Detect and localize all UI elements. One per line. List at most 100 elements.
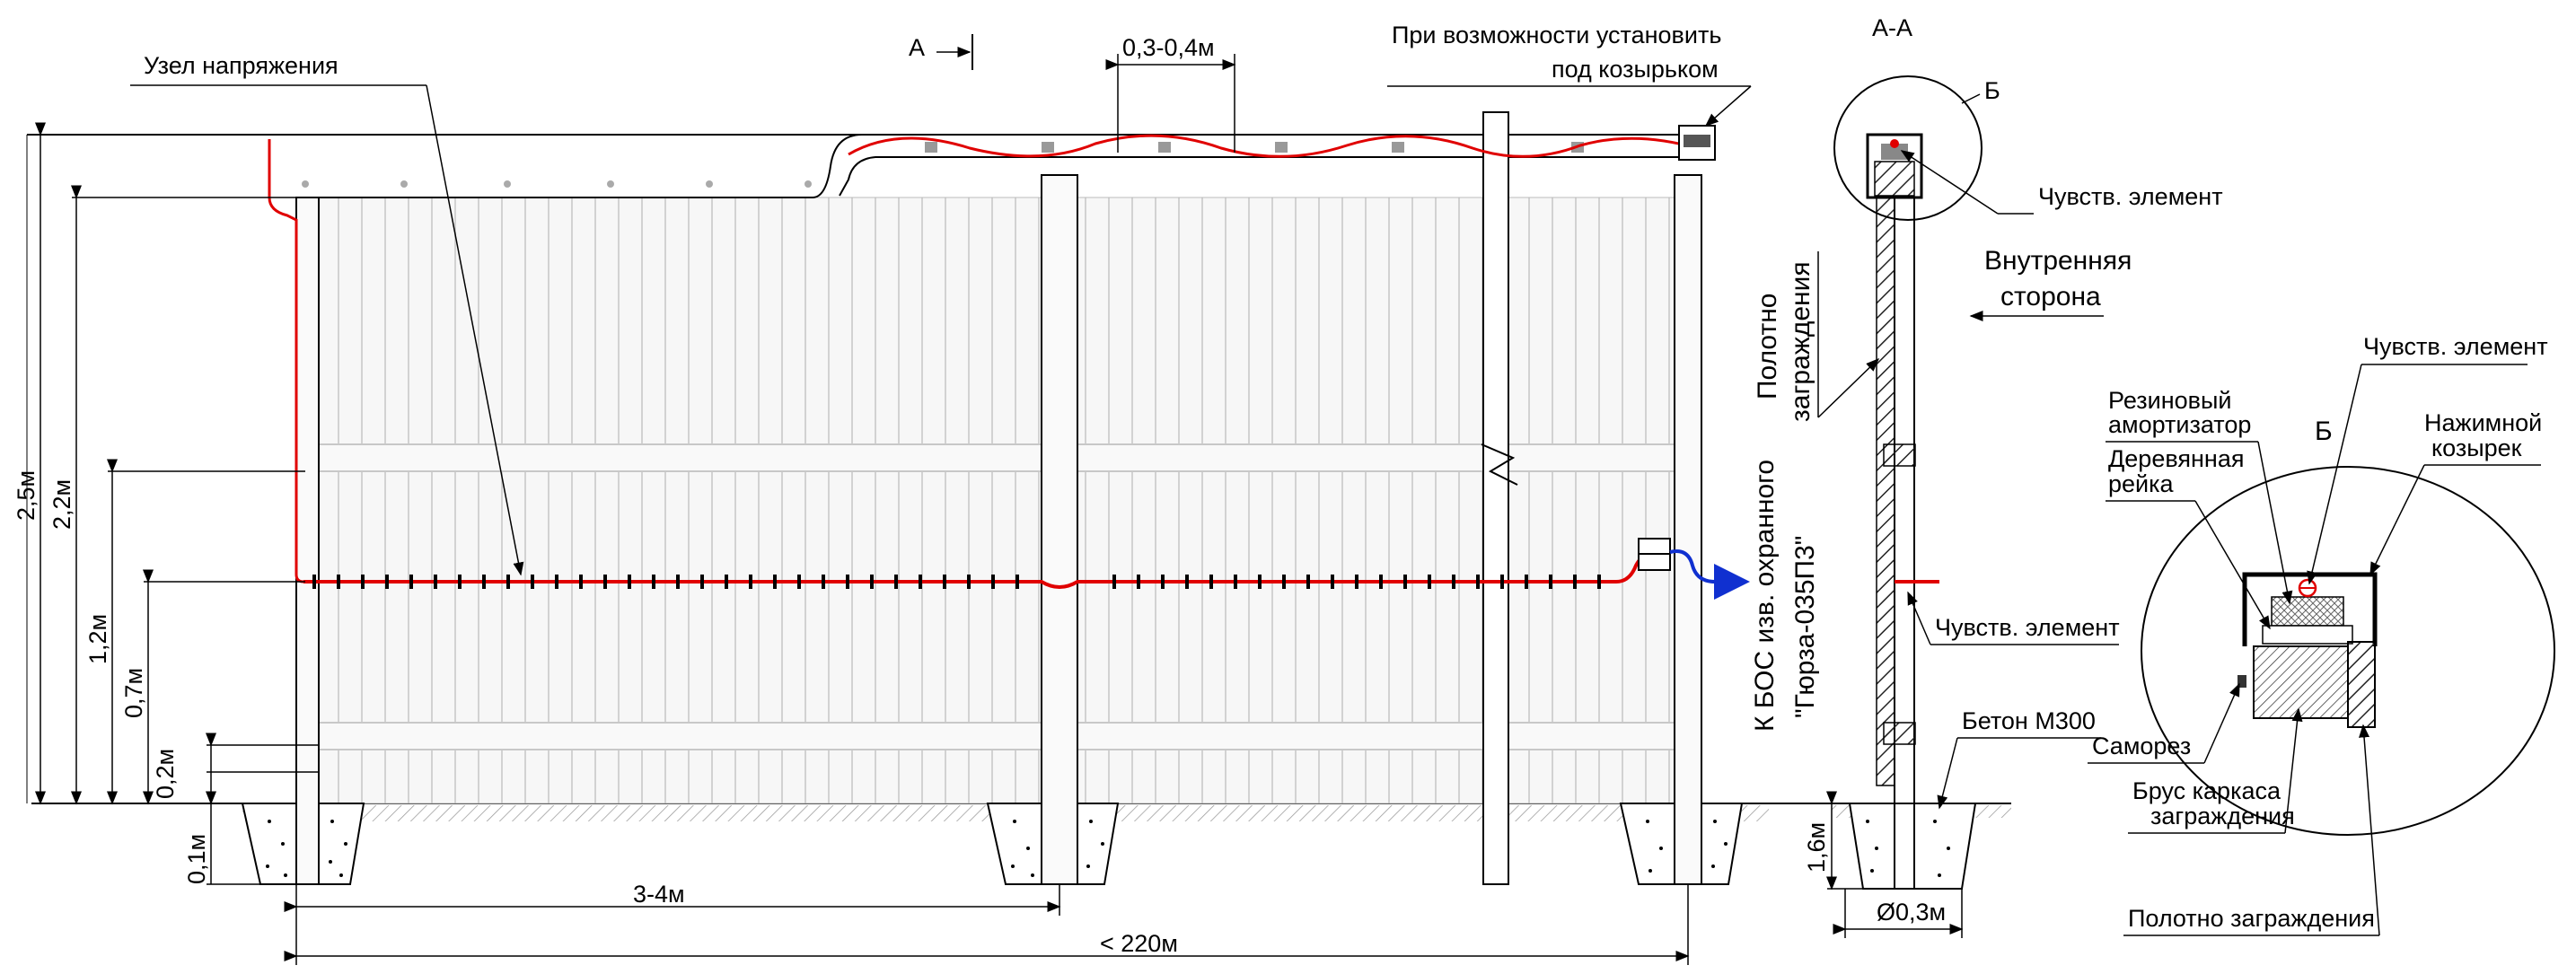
cable-tie — [919, 575, 922, 589]
spacing-label: 0,3-0,4м — [1122, 34, 1215, 61]
fence-panel-left — [318, 197, 1042, 804]
wood-label-line2: рейка — [2108, 470, 2175, 497]
beam-label-line2: заграждения — [2150, 803, 2295, 829]
cable-tie — [943, 575, 946, 589]
cable-destination-line1: К БОС изв. охранного — [1750, 460, 1780, 732]
height-0-2m: 0,2м — [152, 749, 179, 799]
break-strip — [1482, 111, 1509, 885]
cable-tie — [1137, 575, 1140, 589]
section-marker-a: А — [909, 34, 925, 61]
cap-label-line2: козырек — [2431, 434, 2522, 461]
cable-tie — [312, 575, 316, 589]
cable-tie — [797, 575, 801, 589]
cable-destination-line2: "Гюрза-035П3" — [1790, 536, 1820, 718]
fence-fabric-line2: заграждения — [1786, 261, 1816, 422]
top-sensor-cable — [848, 134, 1698, 158]
concrete-label: Бетон М300 — [1962, 707, 2096, 734]
rubber-damper — [2271, 596, 2344, 627]
tension-node-label: Узел напряжения — [144, 52, 338, 79]
cable-tie — [1476, 575, 1480, 589]
post-spacing-label: 3-4м — [633, 881, 685, 908]
cable-tie — [652, 575, 655, 589]
cable-tie — [531, 575, 534, 589]
height-0-7m: 0,7м — [120, 668, 147, 718]
cable-tie — [1500, 575, 1504, 589]
cable-tie — [337, 575, 340, 589]
cable-tie — [773, 575, 777, 589]
top-rail-screws — [302, 180, 812, 188]
section-a-a: А-А Б Чувств. элемент Внутренняя сторона… — [1753, 14, 2223, 938]
section-title: А-А — [1872, 14, 1912, 41]
cable-tie — [991, 575, 995, 589]
detail-sensor-label: Чувств. элемент — [2363, 333, 2548, 360]
detail-circle-top — [1833, 75, 1983, 221]
frame-beam — [2253, 645, 2349, 719]
cable-tie — [385, 575, 389, 589]
detail-b-marker: Б — [2315, 417, 2333, 446]
foundation-dots — [266, 820, 1728, 877]
cable-tie — [603, 575, 607, 589]
cable-tie — [434, 575, 437, 589]
left-vertical-cable — [268, 139, 304, 584]
fabric-label: Полотно заграждения — [2128, 905, 2375, 932]
cable-tie — [1597, 575, 1601, 589]
cable-tie — [628, 575, 631, 589]
cable-tie — [967, 575, 971, 589]
detail-b: Б Чувств. элемент Резиновый амортизатор … — [2088, 333, 2555, 936]
cable-tie — [1282, 575, 1286, 589]
break-symbol — [1481, 443, 1518, 486]
cable-tie — [1209, 575, 1213, 589]
section-fence-fabric — [1876, 170, 1895, 786]
inner-side-line1: Внутренняя — [1984, 246, 2132, 276]
fence-fabric-detail — [2347, 641, 2376, 728]
cable-tie — [822, 575, 825, 589]
cable-tie — [1234, 575, 1237, 589]
cable-ties — [312, 575, 1601, 589]
post-middle — [1041, 174, 1078, 885]
fence-panel-right — [1077, 197, 1680, 804]
cable-tie — [1549, 575, 1552, 589]
detail-marker-b-top: Б — [1984, 77, 2000, 104]
cable-tie — [555, 575, 558, 589]
cable-tie — [676, 575, 680, 589]
cable-tie — [749, 575, 752, 589]
diameter-label: Ø0,3м — [1877, 899, 1946, 926]
cable-tie — [1452, 575, 1455, 589]
total-length-label: < 220м — [1100, 930, 1178, 957]
fence-fabric-line1: Полотно — [1753, 294, 1782, 399]
height-2-2m: 2,2м — [48, 479, 75, 530]
cable-tie — [1573, 575, 1577, 589]
cable-tie — [1015, 575, 1019, 589]
cable-tie — [1112, 575, 1116, 589]
front-view: 2,5м 2,2м 1,2м 0,7м 0,2м 0,1м 3-4м < 220… — [13, 22, 2007, 965]
cable-tie — [1379, 575, 1383, 589]
height-2-5m: 2,5м — [13, 470, 40, 521]
top-rail-clips — [925, 142, 1584, 153]
cable-tie — [1185, 575, 1189, 589]
output-cable — [1669, 549, 1750, 600]
cable-tie — [1403, 575, 1407, 589]
detail-b-circle — [2141, 466, 2555, 836]
cable-tie — [361, 575, 365, 589]
section-post — [1894, 170, 1915, 890]
cable-tie — [1525, 575, 1528, 589]
cable-tie — [409, 575, 413, 589]
cable-tie — [1258, 575, 1262, 589]
cable-tie — [700, 575, 704, 589]
top-cap-rail — [27, 134, 863, 198]
cable-tie — [870, 575, 874, 589]
cable-tie — [894, 575, 898, 589]
foundations — [241, 803, 1744, 885]
screw — [2238, 675, 2246, 688]
cable-tie — [1331, 575, 1334, 589]
section-sensor-mid-label: Чувств. элемент — [1935, 614, 2120, 641]
cable-tie — [725, 575, 728, 589]
cable-tie — [458, 575, 462, 589]
post-left — [295, 197, 320, 885]
screw-label: Саморез — [2092, 733, 2191, 759]
depth-label: 1,6м — [1803, 822, 1830, 873]
cable-tie — [506, 575, 510, 589]
cable-tie — [1161, 575, 1165, 589]
height-dimension-lines — [35, 122, 1690, 965]
